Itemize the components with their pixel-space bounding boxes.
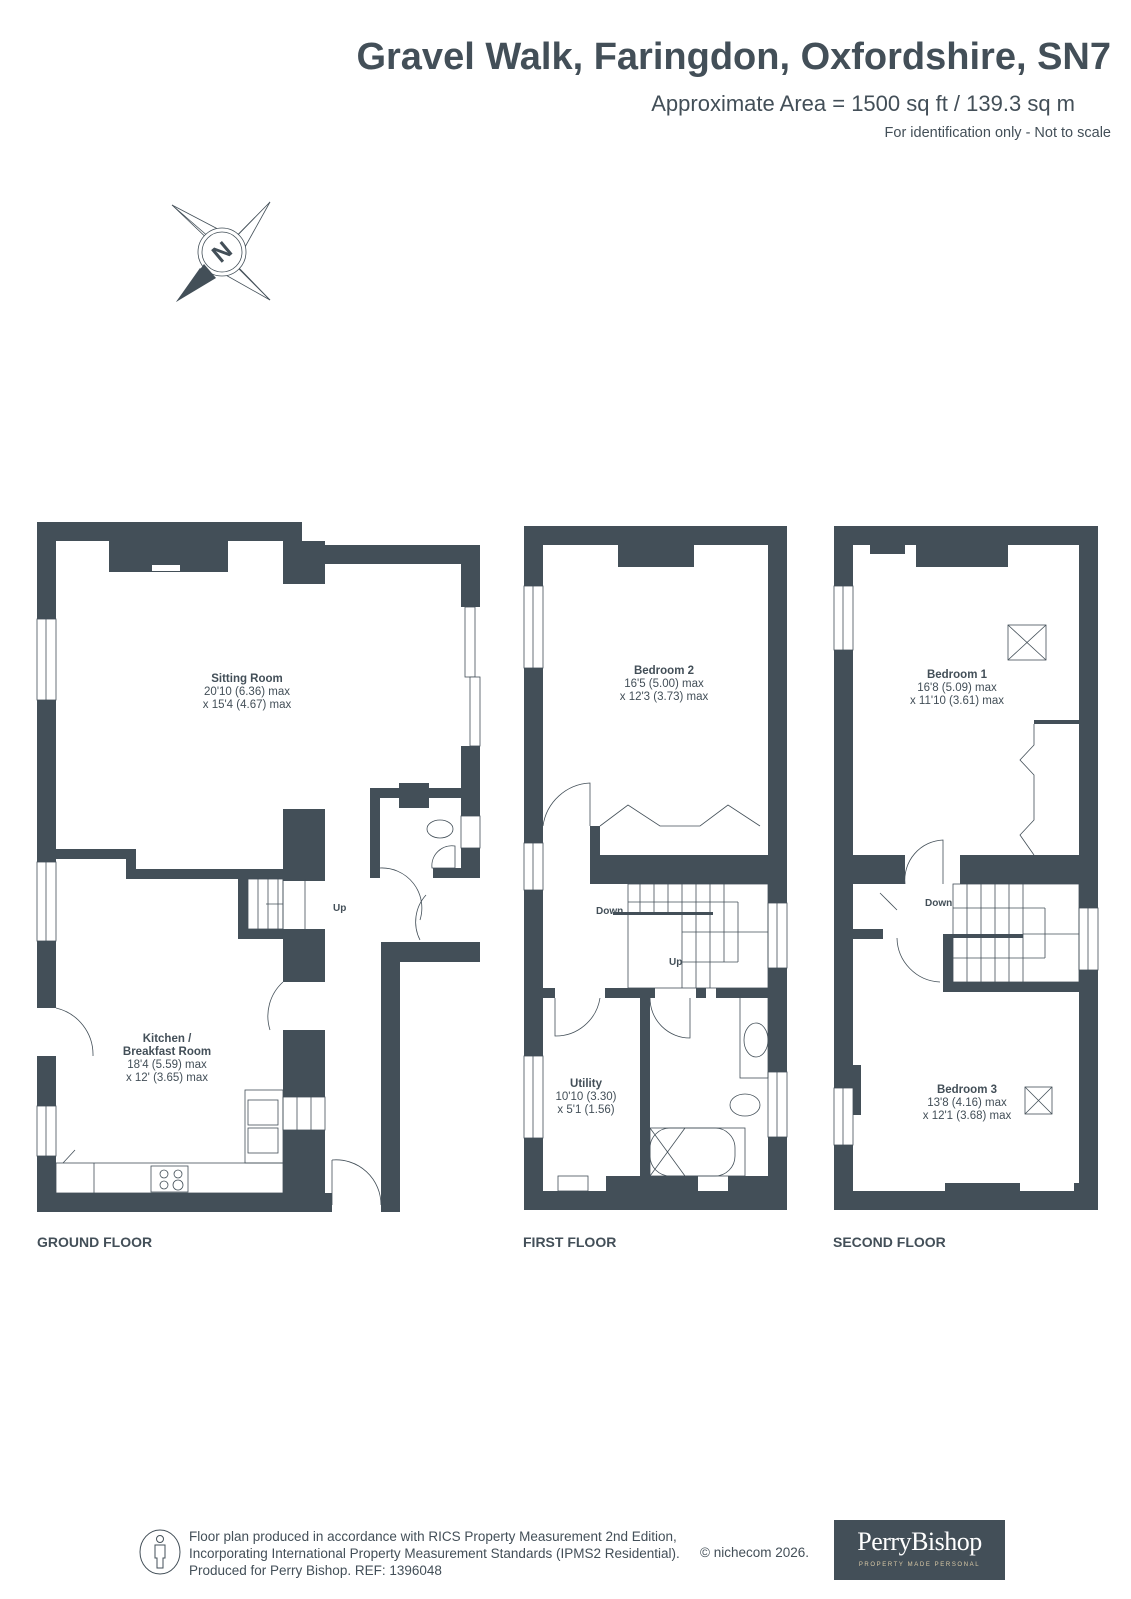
person-scale-icon — [139, 1529, 181, 1575]
room-dimension: x 5'1 (1.56) — [557, 1104, 615, 1116]
floor-label-ground: GROUND FLOOR — [37, 1234, 153, 1250]
room-dimension: 10'10 (3.30) — [555, 1091, 617, 1103]
stairs-down-label: Down — [596, 906, 624, 917]
room-name-line2: Breakfast Room — [122, 1046, 212, 1058]
room-dimension: x 12'1 (3.68) max — [922, 1110, 1012, 1122]
room-utility: Utility 10'10 (3.30) x 5'1 (1.56) — [555, 1078, 616, 1117]
room-name: Sitting Room — [211, 673, 283, 685]
second-floor-walls — [834, 526, 1098, 1210]
page-title: Gravel Walk, Faringdon, Oxfordshire, SN7 — [356, 36, 1111, 78]
room-dimension: 16'8 (5.09) max — [917, 682, 997, 694]
room-dimension: 20'10 (6.36) max — [204, 686, 290, 698]
room-dimension: x 12' (3.65) max — [125, 1072, 209, 1084]
room-sitting-room: Sitting Room 20'10 (6.36) max x 15'4 (4.… — [203, 673, 292, 712]
room-dimension: 13'8 (4.16) max — [927, 1097, 1007, 1109]
room-name: Bedroom 2 — [633, 665, 695, 677]
room-name: Bedroom 3 — [936, 1084, 998, 1096]
stairs-up-label: Up — [333, 903, 347, 914]
room-dimension: x 11'10 (3.61) max — [909, 695, 1005, 707]
second-floor-stairs — [952, 883, 1080, 983]
ground-floor-walls — [37, 522, 480, 1212]
room-bedroom-1: Bedroom 1 16'8 (5.09) max x 11'10 (3.61)… — [910, 669, 1004, 708]
first-floor-walls — [524, 526, 787, 1210]
ground-stairs — [247, 878, 306, 930]
floor-label-first: FIRST FLOOR — [523, 1234, 617, 1250]
stairs-up-label: Up — [669, 957, 683, 968]
room-dimension: x 12'3 (3.73) max — [619, 691, 709, 703]
room-name: Utility — [570, 1078, 602, 1090]
room-bedroom-3: Bedroom 3 13'8 (4.16) max x 12'1 (3.68) … — [923, 1084, 1012, 1123]
north-compass-icon: N — [171, 201, 271, 302]
room-name: Kitchen / — [142, 1033, 192, 1045]
footer-line-3: Produced for Perry Bishop. REF: 1396048 — [189, 1563, 442, 1578]
footer-disclaimer: Floor plan produced in accordance with R… — [189, 1528, 680, 1579]
copyright: © nichecom 2026. — [700, 1545, 810, 1560]
footer-line-2: Incorporating International Property Mea… — [189, 1546, 680, 1561]
disclaimer: For identification only - Not to scale — [884, 125, 1111, 141]
room-kitchen-breakfast: Kitchen / Breakfast Room 18'4 (5.59) max… — [123, 1033, 211, 1085]
perry-bishop-logo: PerryBishop PROPERTY MADE PERSONAL — [834, 1520, 1005, 1580]
logo-wordmark: PerryBishop — [857, 1527, 982, 1556]
floor-label-second: SECOND FLOOR — [833, 1234, 946, 1250]
room-dimension: x 15'4 (4.67) max — [202, 699, 292, 711]
approximate-area: Approximate Area = 1500 sq ft / 139.3 sq… — [651, 91, 1075, 116]
logo-tagline: PROPERTY MADE PERSONAL — [858, 1562, 981, 1568]
room-dimension: 18'4 (5.59) max — [127, 1059, 207, 1071]
stairs-down-label: Down — [925, 898, 953, 909]
footer-line-1: Floor plan produced in accordance with R… — [189, 1529, 677, 1544]
room-dimension: 16'5 (5.00) max — [624, 678, 704, 690]
room-name: Bedroom 1 — [926, 669, 988, 681]
room-bedroom-2: Bedroom 2 16'5 (5.00) max x 12'3 (3.73) … — [620, 665, 709, 704]
first-floor-stairs — [627, 883, 769, 989]
